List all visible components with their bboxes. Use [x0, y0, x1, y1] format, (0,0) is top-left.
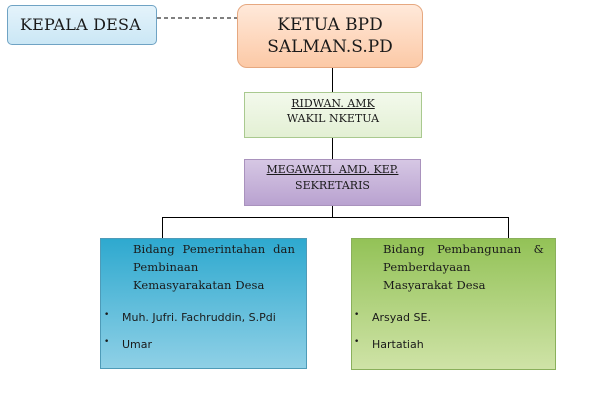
kepala-ketua-dashed-connector [157, 17, 237, 19]
kepala-desa-box: KEPALA DESA [7, 5, 157, 45]
bidang-pembangunan-box: Bidang Pembangunan & Pemberdayaan Masyar… [351, 238, 556, 370]
bidang-pembangunan-title: Bidang Pembangunan & Pemberdayaan Masyar… [383, 242, 544, 292]
branch-right-connector [508, 217, 509, 238]
member-name: Muh. Jufri. Fachruddin, S.Pdi [122, 311, 276, 324]
bullet-icon: • [354, 337, 360, 347]
ketua-wakil-connector [332, 68, 333, 92]
sekretaris-bus-connector [332, 206, 333, 218]
sekretaris-name: MEGAWATI. AMD. KEP. [266, 163, 399, 176]
member-name: Umar [122, 338, 153, 351]
wakil-role: WAKIL NKETUA [286, 112, 380, 125]
wakil-sekretaris-connector [332, 138, 333, 159]
member-name: Hartatiah [372, 338, 424, 351]
sekretaris-box: MEGAWATI. AMD. KEP. SEKRETARIS [244, 159, 421, 206]
bullet-icon: • [104, 337, 110, 347]
bidang-pemerintahan-title: Bidang Pemerintahan dan Pembinaan Kemasy… [133, 242, 295, 292]
ketua-name: SALMAN.S.PD [267, 37, 393, 57]
bidang-pemerintahan-box: Bidang Pemerintahan dan Pembinaan Kemasy… [100, 238, 307, 369]
bullet-icon: • [354, 310, 360, 320]
bullet-icon: • [104, 310, 110, 320]
wakil-name: RIDWAN. AMK [291, 97, 375, 110]
wakil-ketua-box: RIDWAN. AMK WAKIL NKETUA [244, 92, 422, 138]
ketua-title: KETUA BPD [277, 15, 383, 35]
ketua-bpd-box: KETUA BPD SALMAN.S.PD [237, 4, 423, 68]
sekretaris-role: SEKRETARIS [295, 179, 370, 192]
member-name: Arsyad SE. [372, 311, 431, 324]
branch-left-connector [162, 217, 163, 238]
kepala-desa-label: KEPALA DESA [20, 15, 141, 34]
branch-horizontal-connector [162, 217, 509, 218]
